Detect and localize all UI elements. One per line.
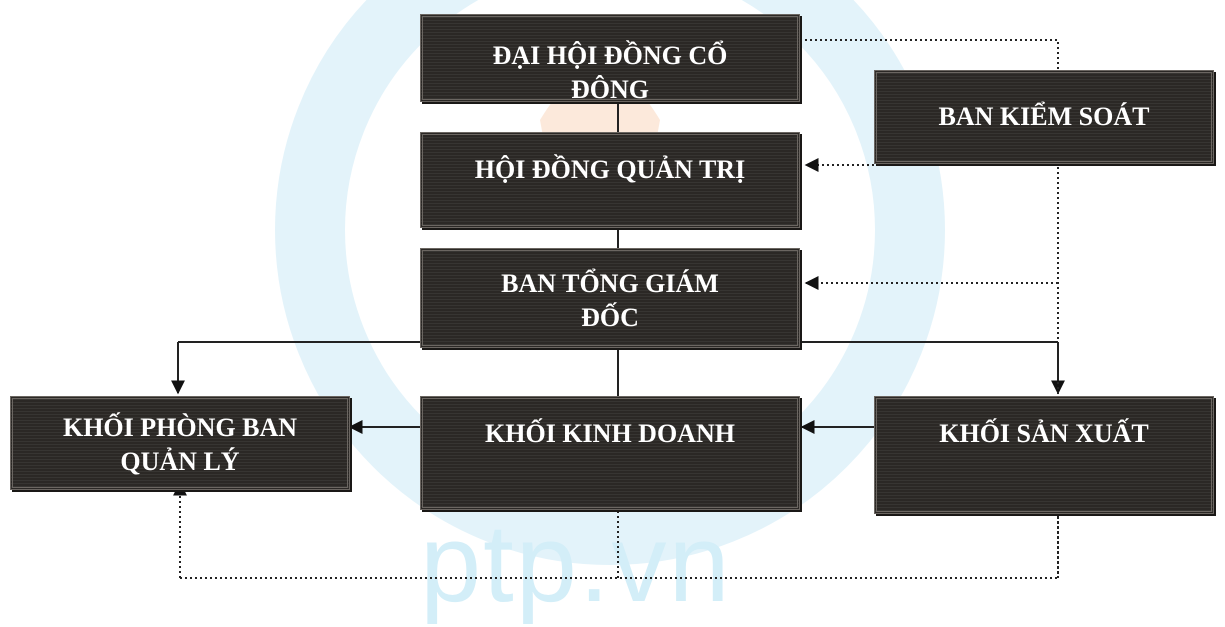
node-label: KHỐI SẢN XUẤT bbox=[939, 419, 1149, 448]
watermark-ring bbox=[275, 0, 945, 565]
node-label: BAN KIỂM SOÁT bbox=[938, 102, 1150, 131]
node-khoi-phong-ban-quan-ly: KHỐI PHÒNG BAN QUẢN LÝ bbox=[10, 396, 350, 490]
node-label: BAN TỔNG GIÁM ĐỐC bbox=[501, 269, 719, 332]
node-label: HỘI ĐỒNG QUẢN TRỊ bbox=[474, 155, 746, 184]
node-hoi-dong-quan-tri: HỘI ĐỒNG QUẢN TRỊ bbox=[420, 132, 800, 228]
node-dai-hoi-dong-co-dong: ĐẠI HỘI ĐỒNG CỔ ĐÔNG bbox=[420, 14, 800, 104]
org-chart: ptp.vn ĐẠI HỘI ĐỒNG CỔ bbox=[10, 0, 1214, 625]
node-label: KHỐI KINH DOANH bbox=[485, 419, 735, 448]
node-ban-kiem-soat: BAN KIỂM SOÁT bbox=[874, 70, 1214, 164]
node-ban-tong-giam-doc: BAN TỔNG GIÁM ĐỐC bbox=[420, 248, 800, 348]
node-label: KHỐI PHÒNG BAN QUẢN LÝ bbox=[62, 413, 297, 476]
node-khoi-san-xuat: KHỐI SẢN XUẤT bbox=[874, 396, 1214, 514]
node-khoi-kinh-doanh: KHỐI KINH DOANH bbox=[420, 396, 800, 510]
node-label: ĐẠI HỘI ĐỒNG CỔ ĐÔNG bbox=[492, 41, 728, 104]
dotted-main-right bbox=[800, 39, 1059, 575]
